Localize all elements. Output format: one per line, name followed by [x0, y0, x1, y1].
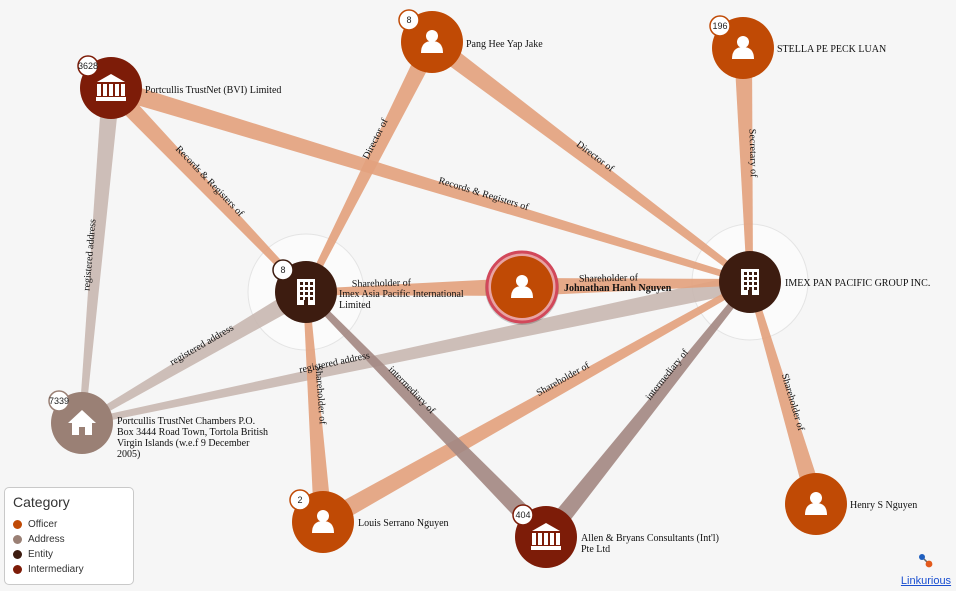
- legend-title: Category: [13, 494, 70, 510]
- legend-item-entity: Entity: [13, 548, 53, 562]
- legend-item-intermediary: Intermediary: [13, 563, 84, 577]
- node-label: Allen & Bryans Consultants (Int'l): [581, 533, 719, 544]
- edge-louis-imexasia[interactable]: [303, 291, 332, 523]
- person-icon: [511, 275, 533, 298]
- node-label: Pte Ltd: [581, 544, 610, 555]
- legend-entity-label: Entity: [28, 549, 54, 560]
- legend-officer-dot: [13, 519, 22, 529]
- node-label: Louis Serrano Nguyen: [358, 518, 449, 529]
- edge-stella-imexpacific[interactable]: [734, 47, 753, 283]
- edge-layer: [79, 34, 825, 544]
- edge-label: Records & Registers of: [173, 144, 246, 220]
- edge-portcullis-imexasia[interactable]: [104, 81, 309, 295]
- category-legend: Category Officer Address Entity Intermed…: [4, 487, 134, 585]
- edge-label: intermediary of: [644, 347, 692, 403]
- legend-item-officer: Officer: [13, 518, 57, 532]
- person-icon: [805, 492, 827, 515]
- edge-label: Secretary of: [746, 129, 758, 179]
- person-icon: [421, 30, 443, 53]
- node-badge: [709, 15, 731, 37]
- node-imexpacific[interactable]: IMEX PAN PACIFIC GROUP INC.: [719, 251, 930, 313]
- building-icon: [741, 269, 759, 295]
- node-badge: [398, 9, 420, 31]
- edge-allen-imexasia[interactable]: [303, 289, 553, 544]
- node-label: Portcullis TrustNet Chambers P.O.: [117, 416, 255, 427]
- node-badge: [272, 259, 294, 281]
- edge-label: intermediary of: [386, 364, 438, 416]
- node-badge-count: 7339: [49, 396, 69, 406]
- edge-pangheeyap-imexpacific[interactable]: [426, 34, 752, 285]
- legend-item-address: Address: [13, 533, 65, 547]
- edge-louis-imexpacific[interactable]: [318, 279, 752, 530]
- edge-portcullis-imexpacific[interactable]: [108, 79, 751, 285]
- edge-johnathan-imexasia[interactable]: [305, 278, 523, 296]
- node-label: Imex Asia Pacific International: [339, 289, 464, 300]
- edge-portcullis-chambers[interactable]: [79, 87, 120, 424]
- legend-officer-label: Officer: [28, 519, 58, 530]
- person-icon: [732, 36, 754, 59]
- node-badge: [77, 55, 99, 77]
- person-icon: [312, 510, 334, 533]
- node-label: Limited: [339, 300, 371, 311]
- node-label: 2005): [117, 449, 140, 460]
- legend-intermediary-dot: [13, 564, 22, 574]
- node-badge-count: 196: [712, 21, 727, 31]
- node-label: IMEX PAN PACIFIC GROUP INC.: [785, 278, 930, 289]
- linkurious-brand: Linkurious: [900, 553, 952, 589]
- bank-icon: [96, 74, 126, 101]
- node-henry[interactable]: Henry S Nguyen: [785, 473, 917, 535]
- node-badge-count: 2: [297, 495, 302, 505]
- house-icon: [68, 410, 96, 435]
- legend-address-dot: [13, 534, 22, 544]
- node-badge-count: 404: [515, 510, 530, 520]
- node-label: Pang Hee Yap Jake: [466, 39, 543, 50]
- linkurious-logo-icon: [919, 554, 933, 568]
- node-label: Johnathan Hanh Nguyen: [564, 283, 672, 294]
- edge-label: Shareholder of: [579, 272, 639, 284]
- edge-imexasia-chambers[interactable]: [80, 284, 311, 426]
- node-label: Virgin Islands (w.e.f 9 December: [117, 438, 250, 449]
- node-label: Box 3444 Road Town, Tortola British: [117, 427, 268, 438]
- building-icon: [297, 279, 315, 305]
- edge-johnathan-imexpacific[interactable]: [521, 278, 751, 296]
- node-badge-count: 8: [406, 15, 411, 25]
- node-label: Portcullis TrustNet (BVI) Limited: [145, 85, 281, 96]
- legend-entity-dot: [13, 549, 22, 559]
- node-badge: [512, 504, 534, 526]
- legend-address-label: Address: [28, 534, 65, 545]
- edge-pangheeyap-imexasia[interactable]: [303, 37, 441, 294]
- legend-intermediary-label: Intermediary: [28, 564, 84, 575]
- node-badge-count: 3628: [78, 61, 98, 71]
- node-label: Henry S Nguyen: [850, 500, 917, 511]
- linkurious-link[interactable]: Linkurious: [900, 575, 952, 587]
- node-badge: [289, 489, 311, 511]
- node-label: STELLA PE PECK LUAN: [777, 44, 886, 55]
- node-johnathan[interactable]: Johnathan Hanh Nguyen: [485, 250, 672, 325]
- edge-label: Shareholder of: [312, 365, 327, 425]
- edge-imexpacific-chambers[interactable]: [81, 273, 752, 426]
- edge-label: Shareholder of: [352, 278, 412, 290]
- bank-icon: [531, 523, 561, 550]
- node-badge-count: 8: [280, 265, 285, 275]
- node-badge: [48, 390, 70, 412]
- edge-henry-imexpacific[interactable]: [747, 281, 825, 507]
- edge-allen-imexpacific[interactable]: [538, 280, 753, 543]
